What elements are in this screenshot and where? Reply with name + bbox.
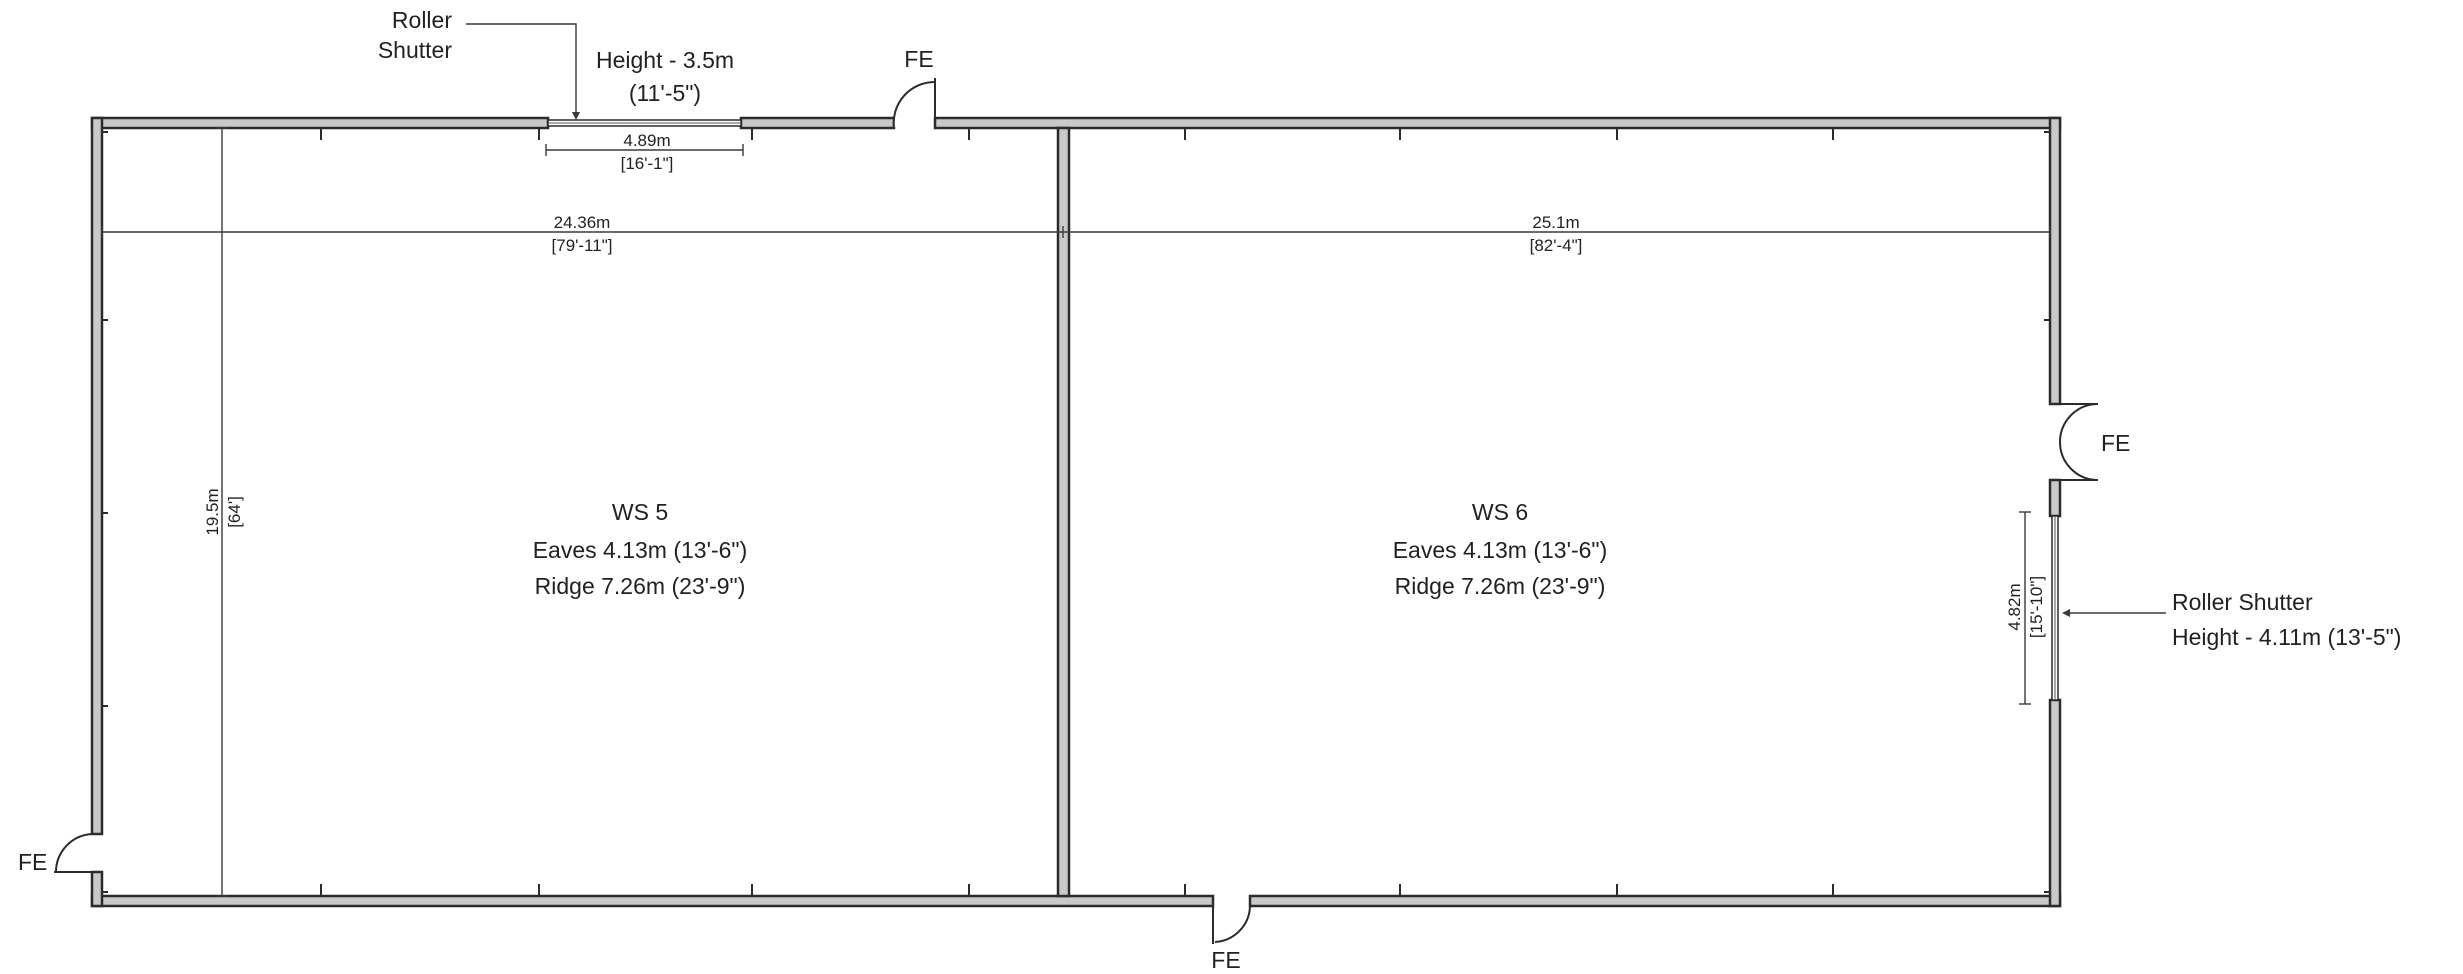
- wall-left-1: [90, 116, 104, 836]
- fire-exit-door-right: [2058, 403, 2098, 481]
- fire-exit-door-bottom: [1212, 905, 1251, 944]
- wall-left-2: [90, 870, 104, 908]
- column-markers: [102, 128, 2050, 896]
- dim-ws5-width-m: 24.36m: [554, 213, 611, 232]
- dim-horizontal: [101, 226, 2051, 238]
- dim-vertical: [216, 127, 228, 897]
- wall-divider: [1056, 126, 1071, 898]
- fire-exit-label-top: FE: [904, 46, 933, 72]
- dim-shutter-right-m: 4.82m: [2005, 583, 2024, 630]
- dim-ws5-width-ft: [79'-11"]: [552, 236, 613, 255]
- dim-ws6-width-m: 25.1m: [1532, 213, 1579, 232]
- wall-top-2: [739, 116, 896, 130]
- wall-top-3: [933, 116, 2062, 130]
- dim-ws6-width-ft: [82'-4"]: [1530, 236, 1583, 255]
- wall-right-1: [2048, 116, 2062, 406]
- roller-shutter-top-label-2: Shutter: [378, 37, 452, 63]
- ws5-ridge: Ridge 7.26m (23'-9"): [535, 573, 746, 599]
- fire-exit-label-right: FE: [2101, 430, 2130, 456]
- ws6-ridge: Ridge 7.26m (23'-9"): [1395, 573, 1606, 599]
- dim-depth-ft: [64']: [225, 496, 244, 528]
- roller-shutter-right: [2051, 515, 2166, 701]
- roller-shutter-right-label: Roller Shutter: [2172, 589, 2313, 615]
- dim-shutter-right: [2019, 511, 2031, 705]
- ws5-eaves: Eaves 4.13m (13'-6"): [533, 537, 748, 563]
- wall-right-2: [2048, 478, 2062, 518]
- roller-shutter-top-label-1: Roller: [392, 7, 452, 33]
- wall-right-3: [2048, 698, 2062, 908]
- roller-shutter-top-height-1: Height - 3.5m: [596, 47, 734, 73]
- fire-exit-label-bottom: FE: [1211, 947, 1240, 973]
- ws5-name: WS 5: [612, 499, 668, 525]
- fire-exit-label-left: FE: [18, 849, 47, 875]
- wall-top-1: [90, 116, 550, 130]
- outer-walls: [90, 116, 2062, 908]
- fire-exit-door-left: [54, 833, 93, 873]
- dim-depth-m: 19.5m: [203, 488, 222, 535]
- roller-shutter-top: [466, 23, 742, 127]
- dim-shutter-top-ft: [16'-1"]: [621, 154, 674, 173]
- roller-shutter-top-height-2: (11'-5"): [629, 80, 701, 106]
- ws6-eaves: Eaves 4.13m (13'-6"): [1393, 537, 1608, 563]
- dim-shutter-top-m: 4.89m: [623, 131, 670, 150]
- dim-shutter-right-ft: [15'-10"]: [2027, 576, 2046, 638]
- wall-bottom-2: [1248, 894, 2062, 908]
- fire-exit-door-top: [892, 78, 936, 129]
- ws6-name: WS 6: [1472, 499, 1528, 525]
- wall-bottom-1: [90, 894, 1215, 908]
- dim-shutter-top: [545, 144, 744, 156]
- roller-shutter-right-height: Height - 4.11m (13'-5"): [2172, 624, 2401, 650]
